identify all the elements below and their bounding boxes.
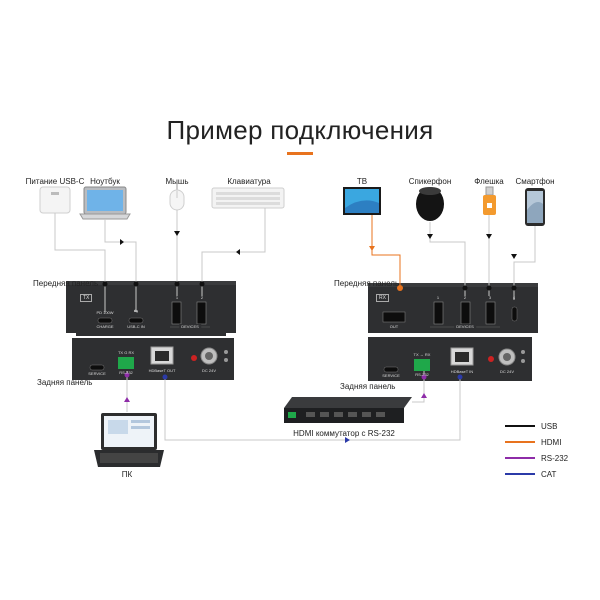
- tx-rs232-pins-label: TX G RX: [117, 350, 135, 355]
- rx-hdmi-out-port: [382, 311, 406, 323]
- rx-rs232-terminal: [414, 359, 430, 371]
- tx-usbc-in-bottom-label: USB-C IN: [127, 324, 145, 329]
- smartphone-icon: [525, 188, 545, 226]
- tx-rs232-label: RS-232: [119, 370, 133, 375]
- tx-devices-label: DEVICES: [179, 324, 201, 329]
- tx-usbc-in-top-label: ⇆: [133, 309, 139, 315]
- tx-rear-panel-label: Задняя панель: [37, 378, 93, 387]
- rx-usb4-number: 4: [512, 295, 516, 300]
- legend-swatch: [505, 473, 535, 475]
- legend-item-usb: USB: [505, 418, 568, 434]
- rx-usb3-number: 3: [488, 295, 492, 300]
- rx-hdmi-out-label: OUT: [389, 324, 399, 329]
- rx-usb-port-2: [460, 301, 471, 325]
- laptop-icon: [79, 186, 131, 220]
- rx-usb-port-1: [433, 301, 444, 325]
- speakerphone-icon: [416, 187, 444, 221]
- pc-laptop-icon: [94, 413, 164, 467]
- rx-badge: RX: [376, 294, 389, 302]
- rx-usb-port-4: [511, 306, 518, 322]
- tx-service-label: SERVICE: [88, 371, 106, 376]
- rx-front-panel-label: Передняя панель: [334, 279, 400, 288]
- legend-swatch: [505, 425, 535, 427]
- keyboard-icon: [211, 187, 285, 209]
- rx-rear-panel-label: Задняя панель: [340, 382, 396, 391]
- usb-c-power-label: Питание USB-C: [25, 177, 85, 186]
- tx-front-panel-label: Передняя панель: [33, 279, 99, 288]
- rx-usb-port-3: [485, 301, 496, 325]
- rx-dc-label: DC 24V: [499, 369, 515, 374]
- tx-service-port: [89, 364, 105, 371]
- smartphone-label: Смартфон: [515, 177, 555, 186]
- legend-label: USB: [541, 421, 558, 431]
- legend-item-cat: CAT: [505, 466, 568, 482]
- usb-c-power-icon: [39, 186, 71, 214]
- laptop-label: Ноутбук: [90, 177, 120, 186]
- page-title: Пример подключения: [166, 115, 434, 145]
- tx-hdbaset-label: HDBaseT OUT: [148, 368, 176, 373]
- tx-usbc-in-port: [128, 317, 144, 324]
- tx-usbc-charge-port: [97, 317, 113, 324]
- tx-dc-label: DC 24V: [201, 368, 217, 373]
- rx-hdbaset-label: HDBaseT IN: [450, 369, 474, 374]
- hdmi-switch-icon: [284, 397, 412, 423]
- tv-label: ТВ: [356, 177, 368, 186]
- legend-swatch: [505, 457, 535, 459]
- flash-drive-label: Флешка: [474, 177, 504, 186]
- tx-usb2-number: 2: [200, 295, 204, 300]
- rx-service-port: [383, 366, 399, 373]
- mouse-icon: [169, 183, 185, 211]
- rx-devices-label: DEVICES: [454, 324, 476, 329]
- tv-icon: [343, 187, 381, 215]
- tx-rs232-terminal: [118, 357, 134, 369]
- tx-usb-port-2: [196, 301, 207, 325]
- tx-badge: TX: [80, 294, 93, 302]
- speakerphone-label: Спикерфон: [408, 177, 452, 186]
- legend-item-rs232: RS-232: [505, 450, 568, 466]
- rx-rs232-pins-label: TX ↔ RX: [413, 352, 431, 357]
- hdmi-switch-label: HDMI коммутатор с RS-232: [293, 429, 395, 438]
- legend-label: CAT: [541, 469, 557, 479]
- legend-label: RS-232: [541, 453, 569, 463]
- rx-usb1-number: 1: [436, 295, 440, 300]
- flash-drive-icon: [483, 186, 496, 215]
- legend-swatch: [505, 441, 535, 443]
- tx-usb-port-1: [171, 301, 182, 325]
- rx-front-panel: [368, 283, 538, 333]
- legend: USB HDMI RS-232 CAT: [505, 418, 568, 482]
- title-accent-bar: [287, 152, 313, 155]
- mouse-label: Мышь: [165, 177, 189, 186]
- pc-label: ПК: [121, 470, 133, 479]
- rx-service-label: SERVICE: [382, 373, 400, 378]
- rx-usb2-number: 2: [463, 295, 467, 300]
- tx-charge-bottom-label: CHARGE: [96, 324, 114, 329]
- keyboard-label: Клавиатура: [227, 177, 271, 186]
- tx-usb1-number: 1: [175, 295, 179, 300]
- rx-rs232-label: RS-232: [415, 372, 429, 377]
- tx-front-panel: [66, 281, 236, 336]
- tx-charge-top-label: PD 100W: [96, 310, 114, 315]
- legend-label: HDMI: [541, 437, 562, 447]
- legend-item-hdmi: HDMI: [505, 434, 568, 450]
